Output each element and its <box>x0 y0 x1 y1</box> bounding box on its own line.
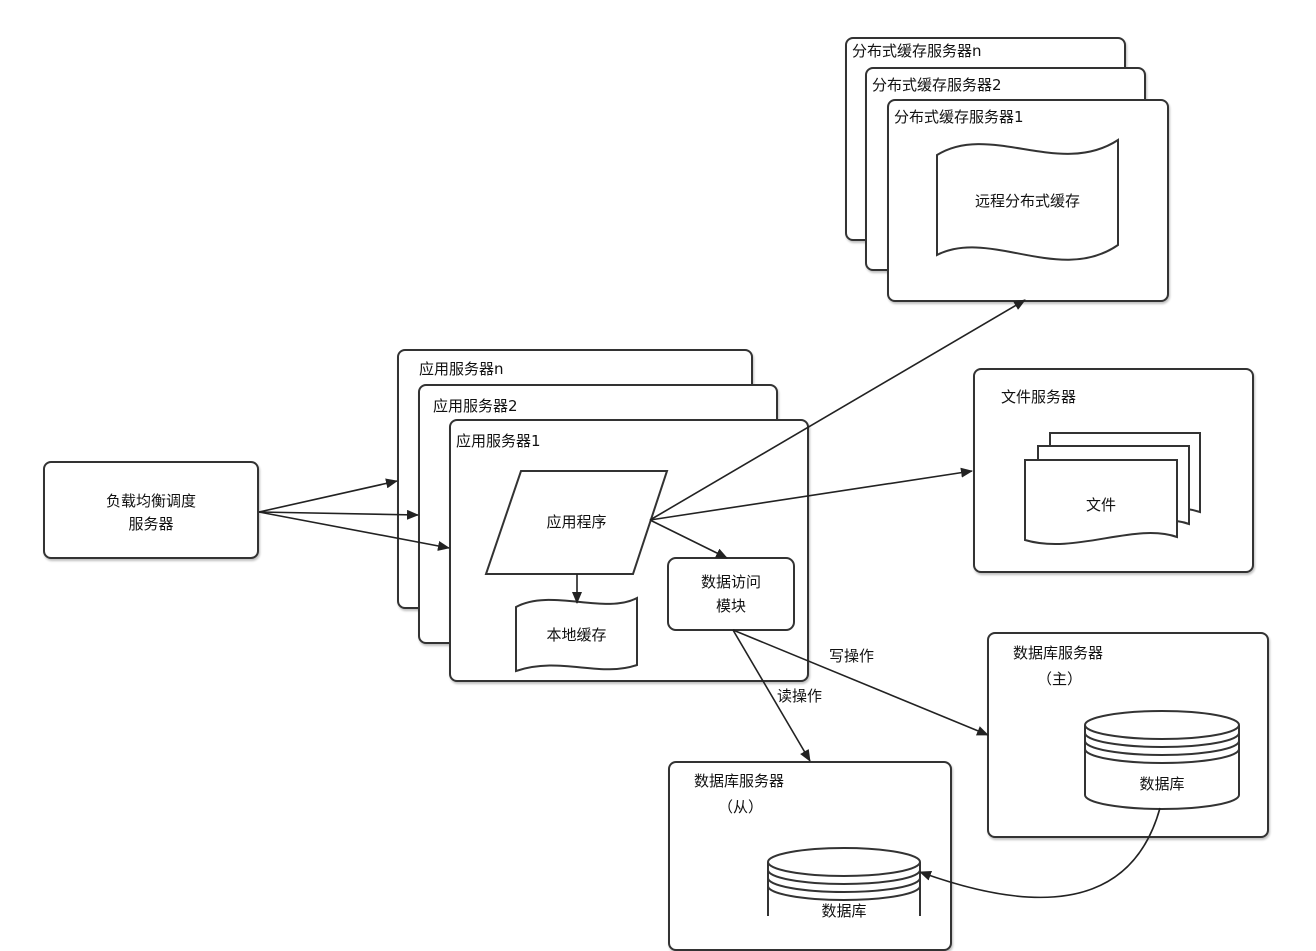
arrow-app-to-data-access <box>649 519 728 559</box>
remote-cache-label: 远程分布式缓存 <box>974 192 1080 210</box>
read-op-label: 读操作 <box>777 687 823 705</box>
file-server-title: 文件服务器 <box>1001 388 1077 406</box>
db-master-cylinder <box>1084 710 1240 810</box>
data-access-line1: 数据访问 <box>700 573 761 591</box>
application-label: 应用程序 <box>546 513 607 531</box>
cache-server-n-title: 分布式缓存服务器n <box>852 42 982 60</box>
cache-server-2-title: 分布式缓存服务器2 <box>872 76 1002 94</box>
db-master-label: 数据库 <box>1139 775 1185 793</box>
app-server-n-title: 应用服务器n <box>419 360 504 378</box>
app-server-2-title: 应用服务器2 <box>433 397 518 415</box>
arrow-lb-to-app-2 <box>258 509 419 520</box>
arrow-write <box>732 629 989 736</box>
arrow-lb-to-app-n <box>258 478 398 513</box>
write-op-label: 写操作 <box>829 647 875 665</box>
local-cache-shape <box>515 596 638 673</box>
arrow-read <box>732 629 811 762</box>
arrow-app-to-cache <box>649 299 1026 521</box>
load-balancer: 负载均衡调度 服务器 <box>43 461 259 559</box>
db-master-title: 数据库服务器 <box>1013 644 1104 662</box>
cache-server-1-title: 分布式缓存服务器1 <box>894 108 1024 126</box>
file-label: 文件 <box>1085 496 1116 514</box>
data-access-shape <box>667 557 795 631</box>
arrow-replication <box>919 807 1161 898</box>
remote-cache-shape <box>936 138 1119 261</box>
local-cache-label: 本地缓存 <box>546 626 607 644</box>
file-icon <box>1024 432 1201 545</box>
db-master-role: （主） <box>1037 670 1083 688</box>
load-balancer-line2: 服务器 <box>128 515 174 533</box>
db-slave-role: （从） <box>718 798 764 816</box>
db-slave-cylinder <box>767 847 921 916</box>
application-shape <box>484 470 669 575</box>
db-slave-title: 数据库服务器 <box>694 772 785 790</box>
connector-layer <box>258 138 1240 916</box>
arrow-app-to-file <box>649 467 973 521</box>
db-slave-label: 数据库 <box>821 902 867 920</box>
data-access-line2: 模块 <box>715 597 746 615</box>
arrow-lb-to-app-1 <box>258 511 450 551</box>
load-balancer-line1: 负载均衡调度 <box>105 492 196 510</box>
app-server-1-title: 应用服务器1 <box>456 432 541 450</box>
